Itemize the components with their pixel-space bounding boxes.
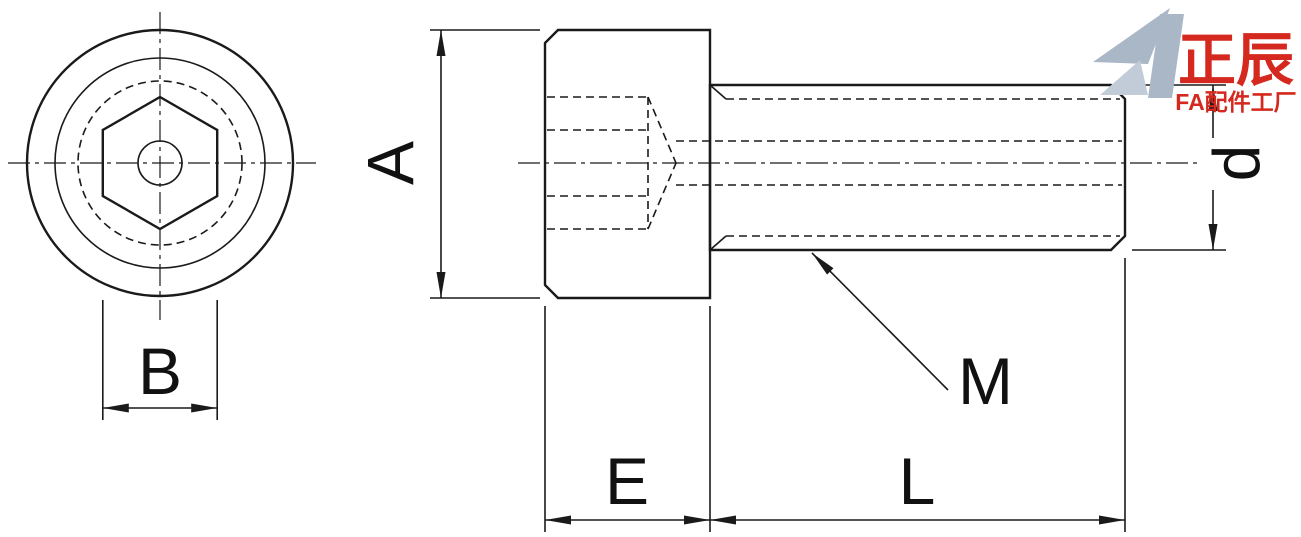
logo-mark-small-triangle-icon: [1100, 60, 1148, 95]
logo-mark-stroke-icon: [1148, 14, 1184, 98]
dimension-A: A: [353, 29, 540, 299]
thread-leader-line: [811, 252, 949, 391]
dimension-B: B: [102, 300, 218, 420]
logo-subtitle-text: FA配件工厂: [1175, 89, 1296, 115]
brand-logo: 正辰 FA配件工厂: [1093, 8, 1297, 115]
dimension-L: L: [710, 258, 1126, 532]
thread-runout-top: [709, 84, 727, 100]
dim-a-label: A: [353, 141, 427, 185]
thread-runout-bottom: [709, 235, 727, 251]
dimension-d: d: [1132, 84, 1273, 251]
thread-label: M: [958, 344, 1013, 418]
dim-e-label: E: [605, 444, 649, 518]
dimension-E: E: [544, 306, 711, 532]
logo-mark-sail-icon: [1093, 8, 1170, 64]
side-view: [518, 28, 1200, 300]
thread-callout-M: M: [811, 252, 1013, 418]
dim-l-label: L: [899, 444, 936, 518]
front-view: [8, 12, 316, 320]
screw-shank-profile: [708, 83, 1127, 252]
dim-d-label: d: [1199, 145, 1273, 182]
logo-name-text: 正辰: [1178, 28, 1294, 93]
screw-head-profile: [543, 28, 712, 300]
socket-cone-bottom: [647, 162, 677, 230]
dim-b-label: B: [138, 334, 182, 408]
socket-cone-top: [647, 96, 677, 164]
